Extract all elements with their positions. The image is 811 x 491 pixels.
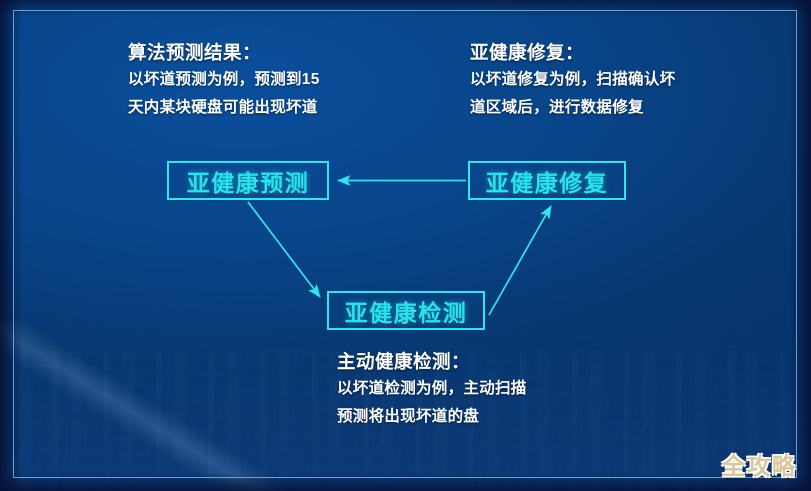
diagram-node-repair-label: 亚健康修复: [485, 169, 609, 196]
annotation-repair-line-1: 以坏道修复为例，扫描确认坏: [470, 70, 676, 88]
annotation-repair: 亚健康修复： 以坏道修复为例，扫描确认坏 道区域后，进行数据修复: [470, 41, 675, 122]
diagram-node-predict-label: 亚健康预测: [186, 169, 310, 196]
diagram-node-detect-label: 亚健康检测: [344, 299, 468, 326]
annotation-predict-line-1: 以坏道预测为例，预测到15: [128, 70, 320, 88]
diagram-node-predict[interactable]: 亚健康预测: [167, 161, 329, 200]
annotation-predict-line-2: 天内某块硬盘可能出现坏道: [128, 98, 318, 116]
annotation-predict-heading: 算法预测结果：: [128, 42, 262, 63]
annotation-predict: 算法预测结果： 以坏道预测为例，预测到15 天内某块硬盘可能出现坏道: [128, 41, 320, 122]
annotation-repair-heading: 亚健康修复：: [470, 42, 585, 63]
annotation-detect: 主动健康检测： 以坏道检测为例，主动扫描 预测将出现坏道的盘: [337, 350, 527, 431]
diagram-node-detect[interactable]: 亚健康检测: [327, 291, 485, 330]
watermark: 全攻略: [722, 453, 797, 479]
annotation-detect-heading: 主动健康检测：: [337, 351, 471, 372]
annotation-repair-line-2: 道区域后，进行数据修复: [470, 98, 644, 116]
diagram-node-repair[interactable]: 亚健康修复: [468, 161, 626, 200]
annotation-detect-line-2: 预测将出现坏道的盘: [337, 407, 480, 425]
annotation-detect-line-1: 以坏道检测为例，主动扫描: [337, 379, 527, 397]
